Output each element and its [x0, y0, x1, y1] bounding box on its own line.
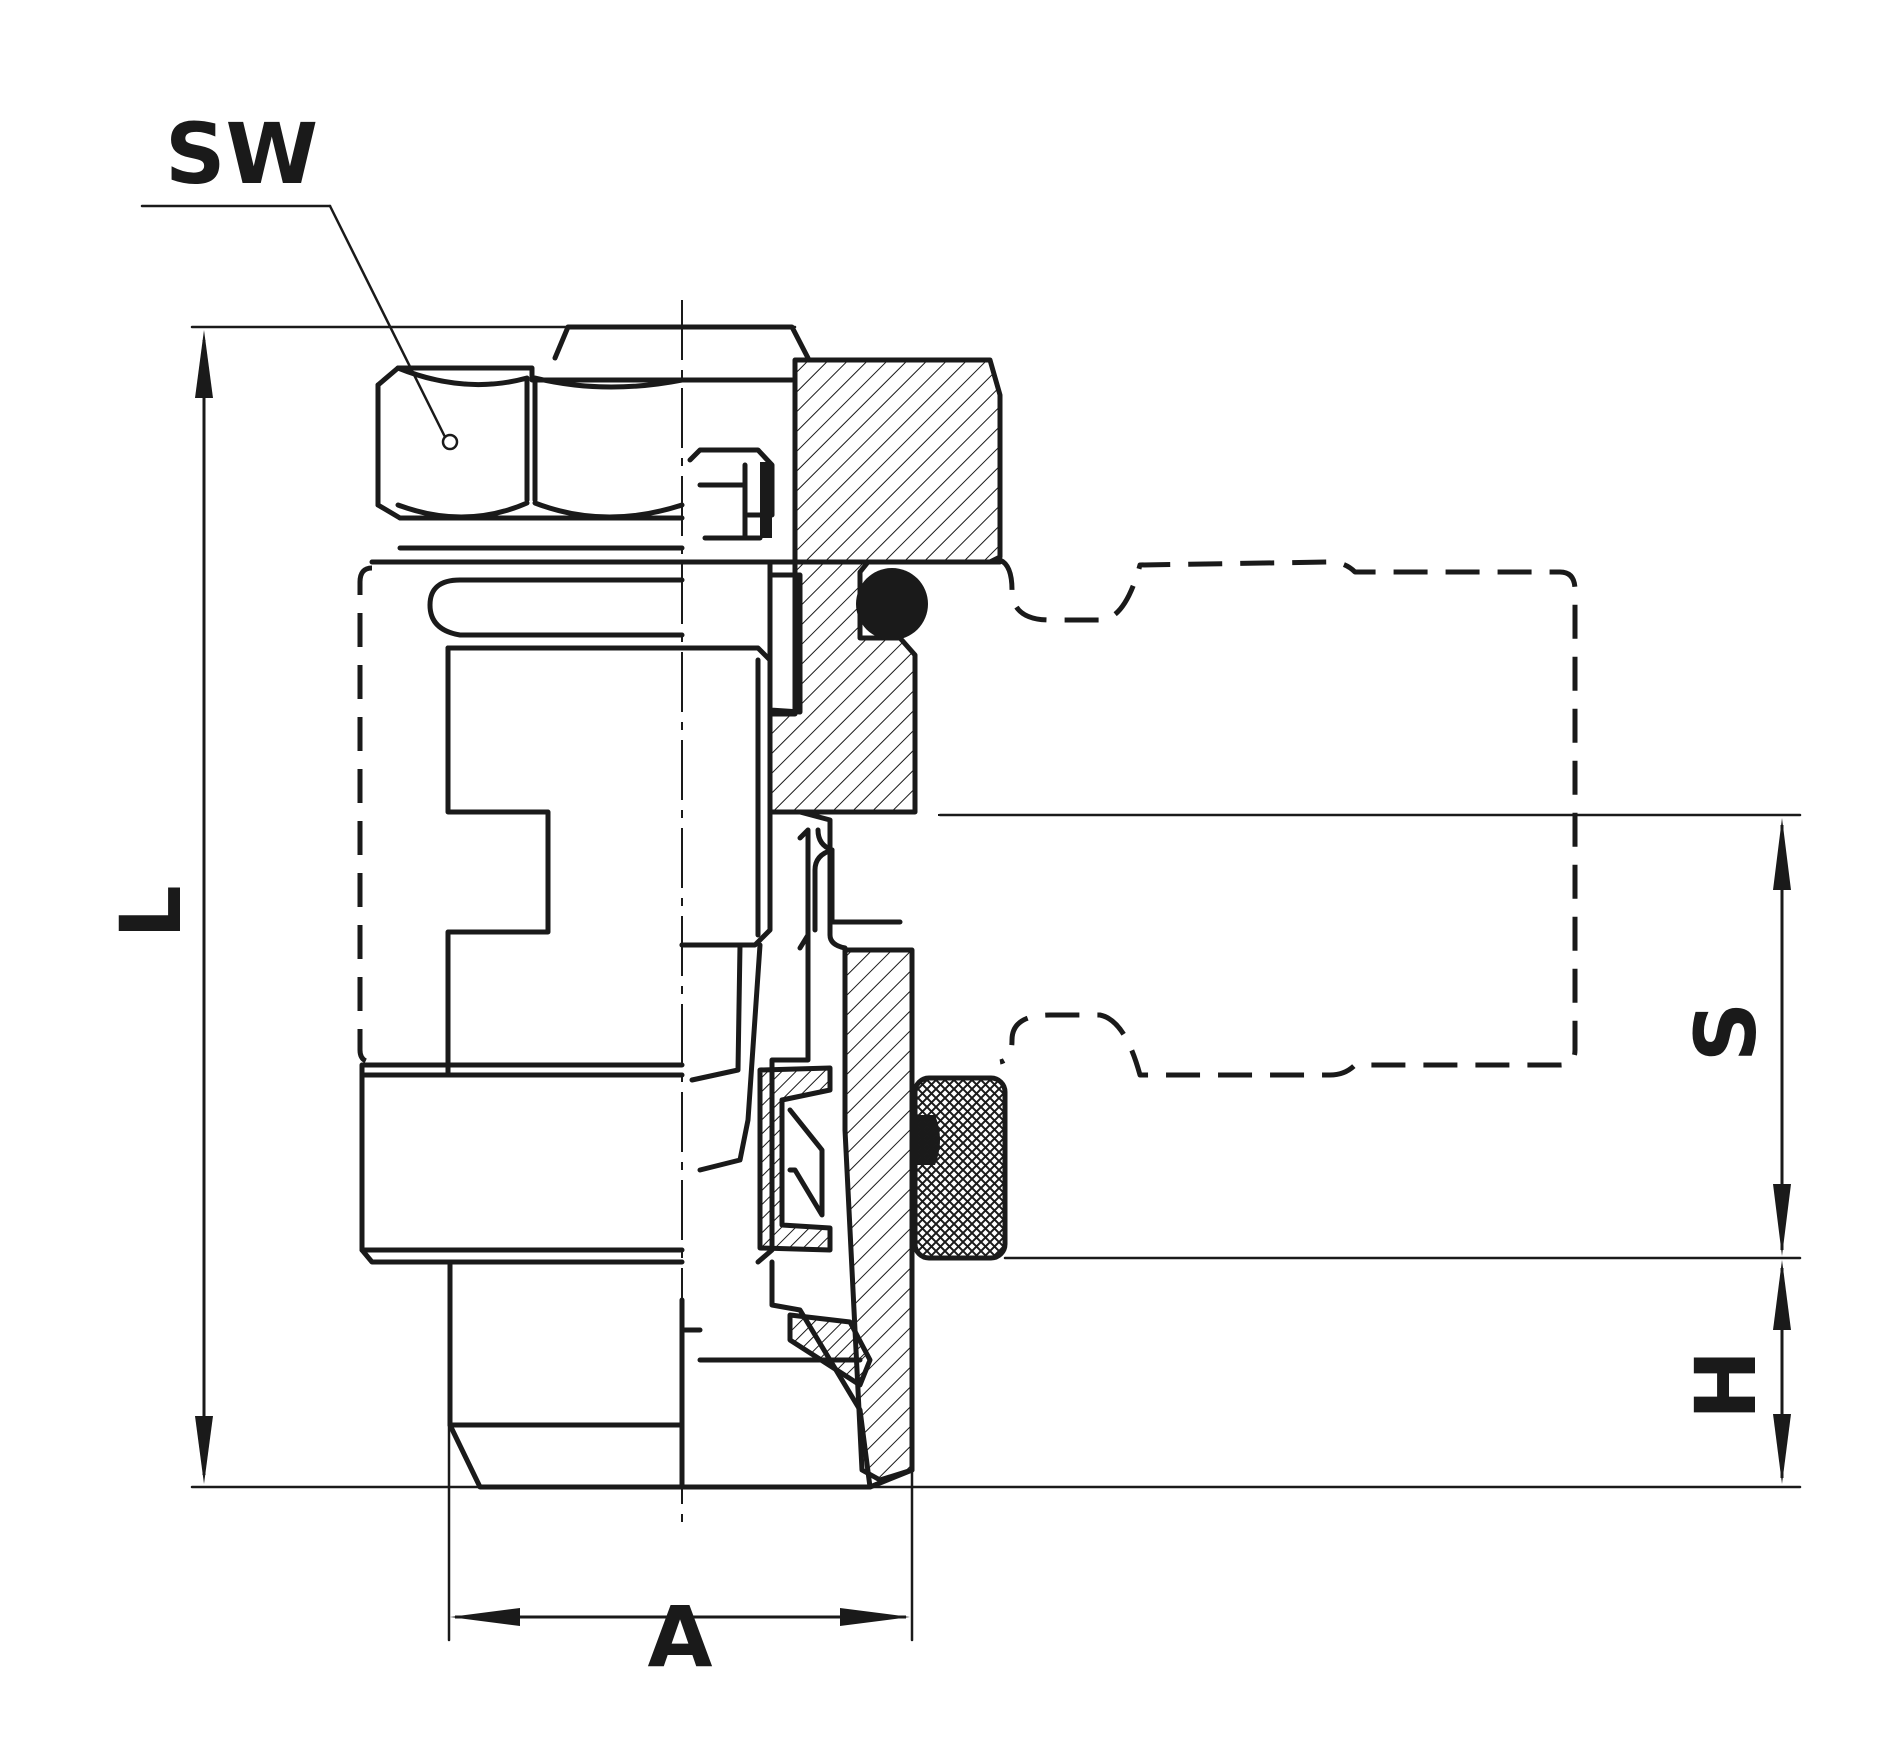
- tube-neck: [797, 809, 848, 951]
- label-l: L: [102, 885, 200, 939]
- label-sw: SW: [165, 105, 318, 203]
- dimension-a: [450, 1608, 910, 1626]
- dimension-l: [195, 330, 213, 1484]
- hex-nut: [375, 324, 811, 551]
- o-ring-top: [856, 568, 928, 640]
- collet-lower: [787, 1312, 873, 1388]
- collet-insert: [757, 1065, 833, 1253]
- label-s: S: [1677, 1002, 1775, 1063]
- dimension-s: [1773, 818, 1791, 1256]
- sw-leader: [140, 204, 459, 451]
- knurled-ring: [912, 1075, 1008, 1261]
- dimension-h: [1773, 1260, 1791, 1484]
- body-outline-dashed: [357, 565, 373, 1065]
- label-a: A: [647, 1588, 712, 1686]
- collet-tooth: [787, 1107, 825, 1218]
- collet-top: [687, 447, 775, 541]
- label-h: H: [1677, 1350, 1775, 1420]
- tube-outline: [938, 557, 1580, 1078]
